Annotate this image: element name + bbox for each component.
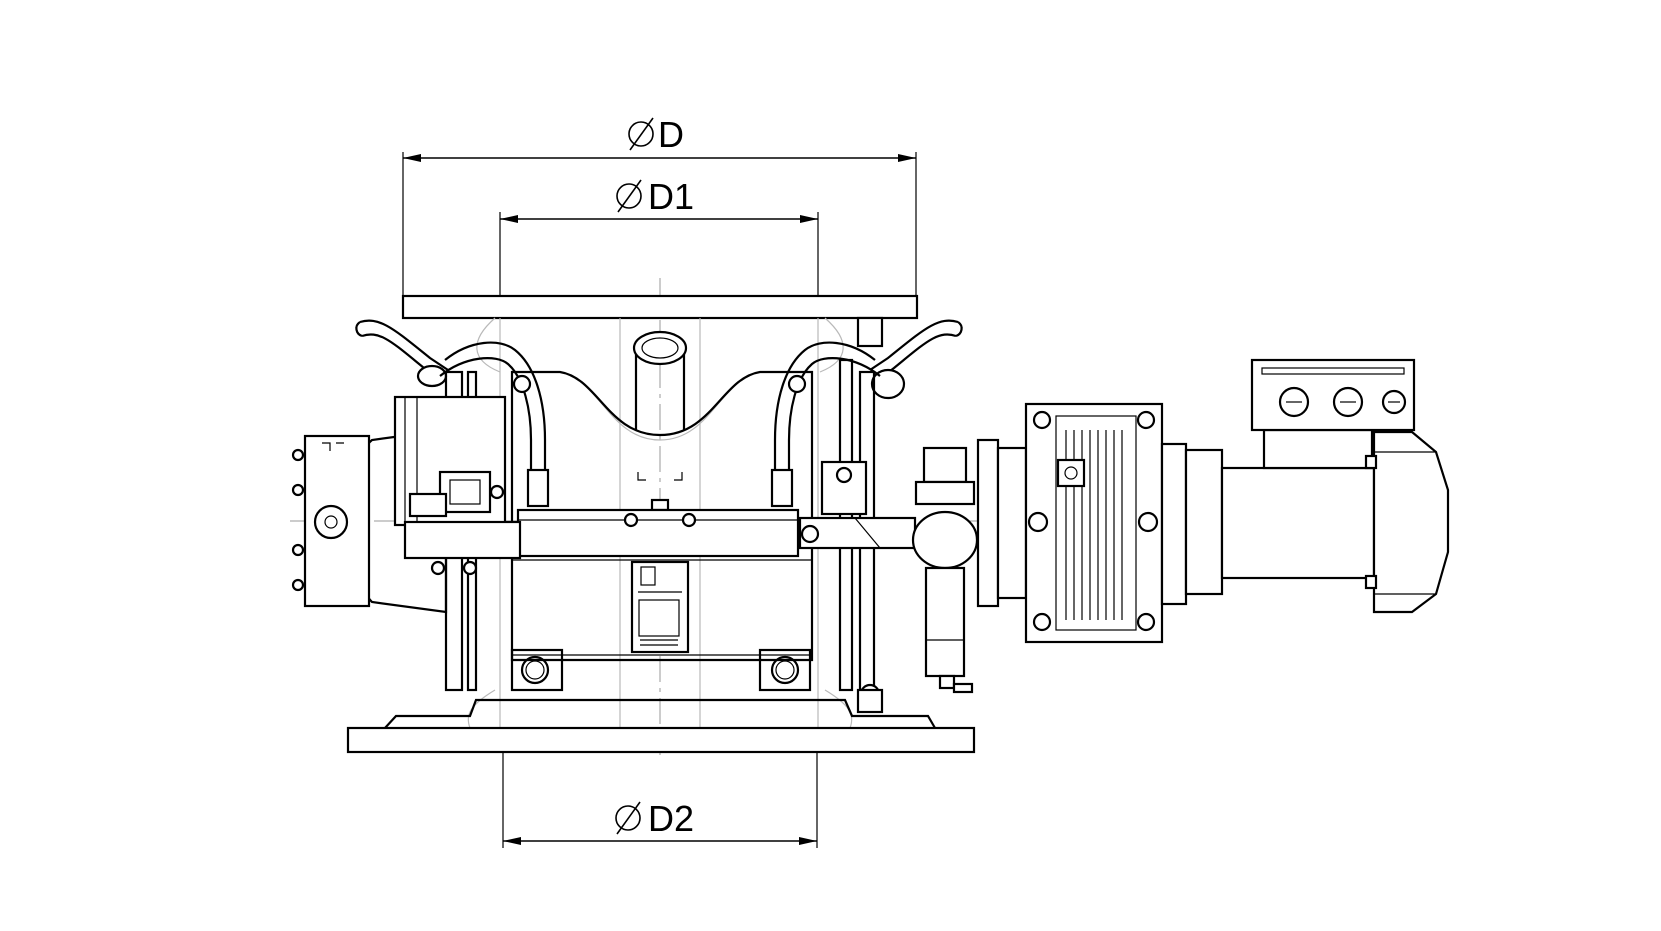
- diameter-symbol-d2: [615, 801, 641, 835]
- dimension-d1-label: D1: [648, 176, 694, 217]
- nameplate: [630, 560, 690, 654]
- filter-regulator: [911, 446, 979, 694]
- diameter-symbol-d: [628, 117, 654, 151]
- center-target-marks: [637, 472, 683, 512]
- left-hand-lever: [355, 319, 449, 388]
- outlet-flange-plate: [346, 726, 976, 754]
- dimension-d: D: [402, 114, 917, 300]
- actuator-cylinder: [516, 508, 800, 558]
- inlet-flange: [401, 294, 919, 320]
- dimension-d2-label: D2: [648, 798, 694, 839]
- dimension-d-label: D: [658, 114, 684, 155]
- dimension-d1: D1: [499, 176, 819, 300]
- gearbox: [976, 402, 1188, 644]
- dimension-d2: D2: [502, 750, 818, 848]
- pneumatic-tube-left: [439, 341, 550, 508]
- motor: [1184, 358, 1450, 614]
- pneumatic-tube-right: [770, 341, 881, 508]
- right-solenoid-valve: [798, 460, 917, 550]
- diameter-symbol-d1: [616, 179, 642, 213]
- outlet-flange: [346, 698, 976, 754]
- bottom-holes: [510, 648, 812, 692]
- left-solenoid-valve: [403, 470, 522, 576]
- central-inlet-pipe: [632, 330, 688, 430]
- right-hand-lever: [869, 319, 963, 400]
